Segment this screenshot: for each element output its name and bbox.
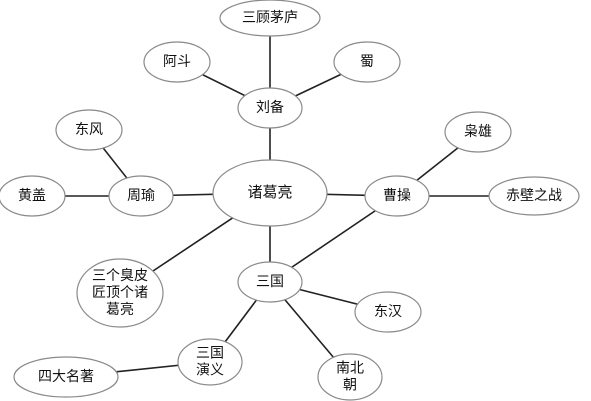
node-label: 阿斗 [163, 54, 191, 70]
node-label: 三国 [196, 346, 224, 362]
node-zhouyu: 周瑜 [108, 175, 174, 217]
node-label: 诸葛亮 [247, 183, 292, 201]
node-label: 黄盖 [18, 187, 46, 204]
node-label: 三个臭皮 [92, 268, 148, 284]
node-label: 赤壁之战 [506, 188, 562, 204]
node-liubei: 刘备 [237, 87, 303, 129]
node-label: 枭雄 [464, 123, 492, 140]
node-ellipse [364, 175, 430, 217]
node-label: 朝 [343, 378, 357, 394]
node-caocao: 曹操 [364, 175, 430, 217]
node-ellipse [444, 111, 512, 153]
node-label: 葛亮 [106, 301, 134, 318]
node-chibi: 赤壁之战 [488, 176, 580, 216]
node-label: 东汉 [374, 304, 402, 320]
node-label: 南北 [336, 361, 364, 377]
node-label: 蜀 [360, 54, 374, 70]
node-label: 曹操 [383, 188, 411, 204]
node-label: 三国 [256, 274, 284, 290]
node-sanguo: 三国 [237, 261, 303, 303]
node-ellipse [333, 41, 401, 83]
node-label: 周瑜 [127, 188, 155, 204]
node-ellipse [143, 41, 211, 83]
node-ellipse [219, 0, 321, 37]
node-ellipse [212, 159, 328, 227]
node-label: 四大名著 [38, 369, 94, 385]
node-label: 三顾茅庐 [242, 10, 298, 26]
node-label: 演义 [196, 363, 224, 379]
node-zhugeliang: 诸葛亮 [212, 159, 328, 227]
node-nanbeichao: 南北朝 [317, 353, 383, 401]
node-label: 东风 [75, 122, 103, 138]
node-label: 匠顶个诸 [92, 285, 148, 301]
node-ellipse [76, 258, 164, 328]
node-ellipse [354, 291, 422, 333]
node-ellipse [55, 109, 123, 151]
node-dongfeng: 东风 [55, 109, 123, 151]
node-adou: 阿斗 [143, 41, 211, 83]
node-xiaoxiong: 枭雄 [444, 111, 512, 153]
node-ellipse [488, 176, 580, 216]
node-ellipse [0, 175, 66, 217]
node-ellipse [317, 353, 383, 401]
node-ellipse [237, 261, 303, 303]
node-ellipse [237, 87, 303, 129]
node-label: 刘备 [256, 99, 284, 116]
node-donghan: 东汉 [354, 291, 422, 333]
node-sangumaolu: 三顾茅庐 [219, 0, 321, 37]
node-shu: 蜀 [333, 41, 401, 83]
node-ellipse [13, 356, 119, 398]
node-huanggai: 黄盖 [0, 175, 66, 217]
node-ellipse [177, 338, 243, 386]
node-ellipse [108, 175, 174, 217]
node-sidamingzhu: 四大名著 [13, 356, 119, 398]
